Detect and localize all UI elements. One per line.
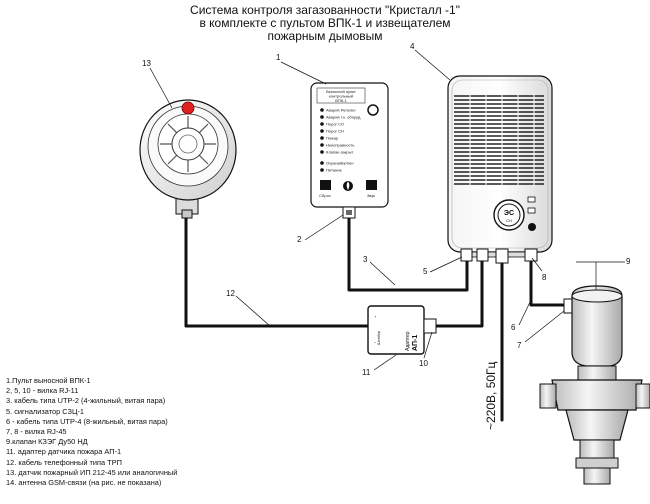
panel-knob-icon: [367, 104, 379, 116]
legend-item: 2, 5, 10 - вилка RJ-11: [6, 386, 79, 396]
legend-item: 1.Пульт выносной ВПК-1: [6, 376, 91, 385]
legend-item: 6 - кабель типа UTP-4 (8-жильный, витая …: [6, 416, 168, 426]
adapter-ap1: Адаптер АП-1 Шлейф + −: [367, 305, 437, 355]
adapter-label-1: Адаптер: [405, 331, 411, 351]
indicator-6: Неисправность: [326, 143, 354, 148]
adapter-label-2: АП-1: [412, 335, 419, 351]
indicator-4: Порог СН: [326, 129, 344, 134]
legend-item: 3. кабель типа UTP-2 (4-жильный, витая п…: [6, 396, 166, 406]
controller-vent-grille: [454, 95, 544, 185]
legend-item: 14. антенна GSM-связи (на рис. не показа…: [6, 478, 162, 488]
title-line-3: пожарным дымовым: [267, 29, 383, 43]
controller-logo-sub: СН: [506, 218, 512, 223]
cable-3-utp2: [347, 216, 469, 292]
callout-5: 5: [423, 267, 428, 276]
indicator-2: Авария т.к. оборуд.: [326, 115, 361, 120]
controller-button: [528, 223, 536, 231]
callout-6: 6: [511, 323, 516, 332]
callout-12: 12: [226, 289, 235, 298]
diagram-title: Система контроля загазованности "Кристал…: [160, 4, 490, 43]
panel-reset-button: [320, 180, 331, 190]
power-voltage-label: ~220В, 50Гц: [484, 361, 498, 430]
gas-valve: [539, 285, 650, 485]
legend-item: 13. датчик пожарный ИП 212-45 или аналог…: [6, 467, 178, 477]
callout-1: 1: [276, 53, 281, 62]
panel-reset-label: Сброс: [319, 193, 331, 198]
adapter-side-label: Шлейф: [376, 331, 381, 345]
smoke-detector: [139, 99, 237, 219]
callout-labels: 1 2 3 4 5 6 7 8 9 10 11 12 13: [142, 42, 631, 377]
controller-unit: ЭС СН: [447, 75, 553, 264]
indicator-3: Порог СО: [326, 122, 344, 127]
callout-8: 8: [542, 273, 547, 282]
callout-4: 4: [410, 42, 415, 51]
callout-leaders: [149, 49, 625, 371]
callout-3: 3: [363, 255, 368, 264]
cables: [184, 216, 572, 422]
legend-item: 11. адаптер датчика пожара АП-1: [6, 447, 122, 457]
controller-logo-text: ЭС: [504, 210, 514, 217]
callout-10: 10: [419, 359, 428, 368]
cable-adapter-to-controller: [434, 260, 484, 328]
panel-sound-label: Звук: [367, 193, 375, 198]
svg-text:+: +: [374, 314, 377, 319]
callout-11: 11: [362, 368, 371, 377]
controller-port-adapter: [476, 248, 489, 262]
indicator-extra-2: Питание: [326, 168, 343, 173]
callout-7: 7: [517, 341, 522, 350]
panel-indicator-list: Авария Реле/ен Авария т.к. оборуд. Порог…: [320, 108, 361, 173]
legend: 1.Пульт выносной ВПК-1 2, 5, 10 - вилка …: [6, 376, 177, 488]
remote-panel-vpk1: Выносной пульт контрольный ВПК-1 Авария …: [310, 82, 389, 219]
indicator-extra-1: Охрана/Вкл/ен: [326, 161, 353, 166]
adapter-connector: [423, 318, 437, 334]
title-line-1: Система контроля загазованности "Кристал…: [190, 3, 460, 17]
panel-header-2: контрольный: [329, 94, 353, 99]
indicator-7: Клапан закрыт: [326, 150, 354, 155]
indicator-5: Пожар: [326, 136, 339, 141]
callout-13: 13: [142, 59, 151, 68]
indicator-1: Авария Реле/ен: [326, 108, 355, 113]
legend-item: 5. сигнализатор СЗЦ-1: [6, 406, 85, 416]
callout-9: 9: [626, 257, 631, 266]
panel-header-1: Выносной пульт: [326, 89, 356, 94]
panel-header-3: ВПК-1: [335, 98, 347, 103]
controller-port-8: [524, 248, 538, 262]
cable-6-utp4: [529, 260, 572, 307]
cable-12-phone: [184, 216, 370, 328]
controller-indicator-2: [527, 207, 536, 214]
smoke-detector-led-icon: [181, 101, 195, 115]
panel-sound-button: [366, 180, 377, 190]
controller-port-5: [460, 248, 473, 262]
legend-item: 9.клапан КЗЭГ Ду50 НД: [6, 437, 88, 447]
controller-indicator-1: [527, 196, 536, 203]
controller-power-gland: [495, 248, 509, 264]
legend-item: 7, 8 - вилка RJ-45: [6, 427, 67, 437]
title-line-2: в комплекте с пультом ВПК-1 и извещателе…: [199, 16, 451, 30]
svg-text:−: −: [374, 340, 377, 345]
legend-item: 12. кабель телефонный типа ТРП: [6, 457, 122, 467]
callout-2: 2: [297, 235, 302, 244]
